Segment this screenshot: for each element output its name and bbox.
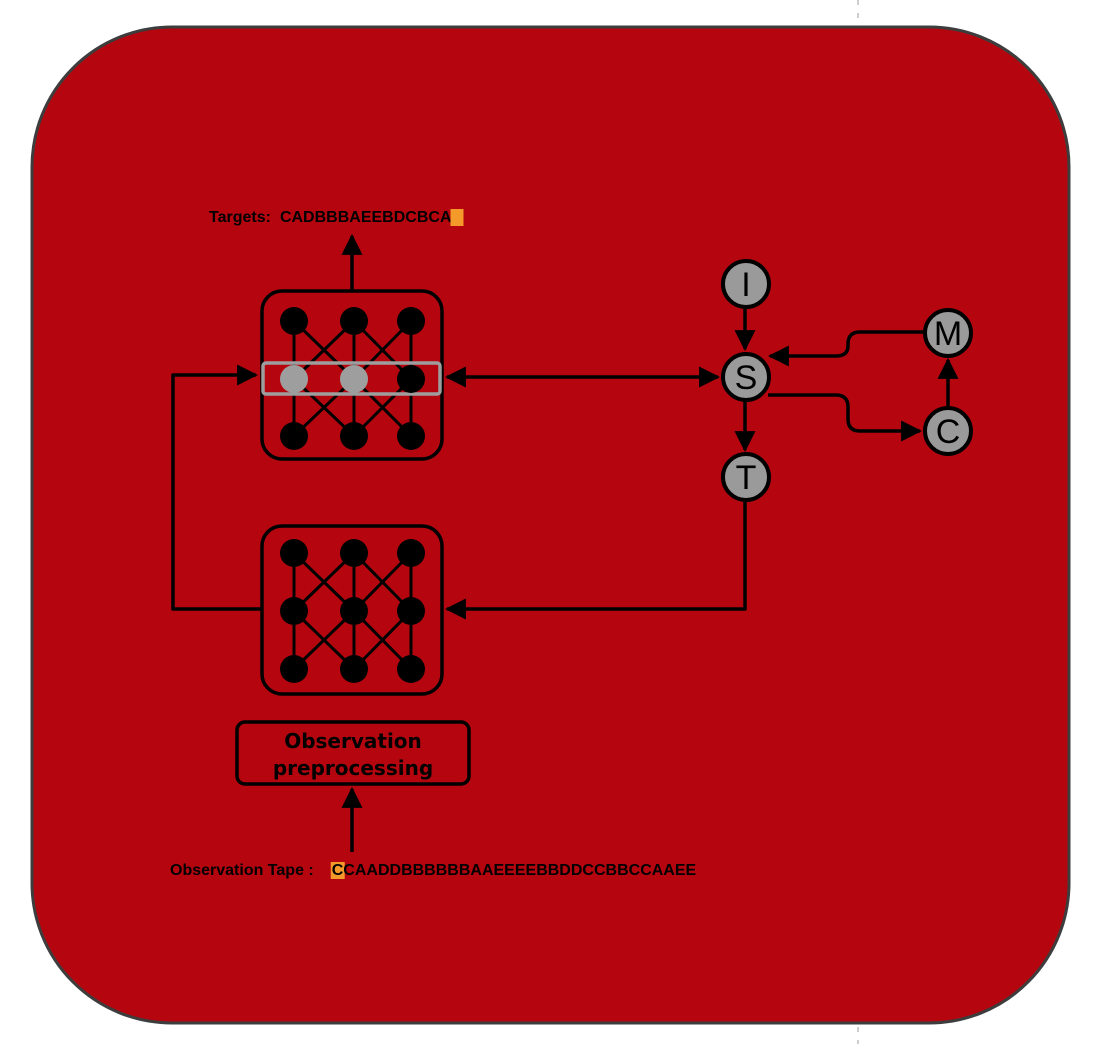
neuron [340, 655, 368, 683]
preprocessing-line2: preprocessing [273, 756, 433, 780]
neuron [280, 422, 308, 450]
t-to-input-arrow [444, 502, 747, 620]
node-c-label: C [936, 413, 961, 451]
neuron [397, 597, 425, 625]
neuron [280, 307, 308, 335]
targets-sequence: CADBBBAEEBDCBCA [280, 209, 452, 226]
node-s-label: S [735, 359, 758, 397]
tape-highlight [330, 862, 345, 879]
node-s: S [721, 352, 771, 402]
preprocessing-line1: Observation [284, 729, 422, 753]
neuron [397, 422, 425, 450]
s-to-c-arrow [768, 393, 923, 442]
neuron [397, 655, 425, 683]
background-panel [30, 25, 1071, 1025]
neuron [340, 307, 368, 335]
neuron [280, 539, 308, 567]
inactive-neuron [340, 365, 368, 393]
tape-label: Observation Tape : [170, 862, 314, 879]
neuron [397, 539, 425, 567]
neuron [280, 655, 308, 683]
tape-sequence: CAADDBBBBBBAAEEEEBBDDCCBBCCAAEE [343, 862, 696, 879]
preprocessing-box: Observation preprocessing [235, 720, 471, 786]
tape-current-symbol: C [332, 862, 344, 879]
input-network [260, 524, 444, 696]
neuron [280, 597, 308, 625]
node-i-label: I [741, 266, 750, 304]
neuron [397, 365, 425, 393]
node-m: M [923, 308, 973, 358]
neuron [340, 597, 368, 625]
inactive-neuron [280, 365, 308, 393]
neuron [340, 422, 368, 450]
m-to-s-arrow [767, 330, 925, 367]
node-t: T [721, 452, 771, 502]
neuron [340, 539, 368, 567]
node-i: I [721, 259, 771, 309]
recurrent-arrow [171, 364, 262, 611]
memory-layer-highlight [261, 361, 442, 396]
targets-highlight [450, 209, 464, 226]
targets-label: Targets:CADBBBAEEBDCBCAE [209, 209, 463, 226]
node-c: C [923, 406, 973, 456]
node-m-label: M [934, 315, 962, 353]
neuron [397, 307, 425, 335]
node-t-label: T [736, 459, 757, 497]
output-network [260, 289, 444, 461]
observation-tape: Observation Tape : CCAADDBBBBBBAAEEEEBBDD… [170, 862, 697, 879]
